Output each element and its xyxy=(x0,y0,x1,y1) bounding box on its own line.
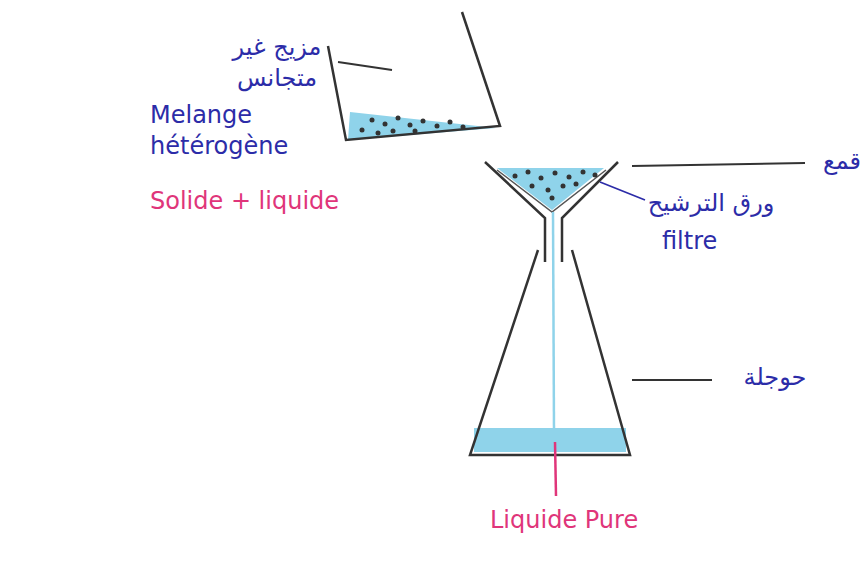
arabic-label: حوجلة xyxy=(720,362,830,393)
leader-line xyxy=(632,163,805,166)
arabic-label: ورق الترشيح xyxy=(646,188,776,219)
mixture-liquid xyxy=(348,112,496,140)
solid-particles xyxy=(360,116,466,136)
french-label: Melange hétérogène xyxy=(150,100,280,162)
arabic-label: قمع xyxy=(823,146,861,177)
filtrate-stream xyxy=(553,212,554,432)
leader-line xyxy=(632,379,712,381)
flask xyxy=(470,250,630,455)
filtrate xyxy=(474,428,626,452)
leader-line xyxy=(600,182,645,200)
funnel xyxy=(485,162,545,262)
french-label: Liquide Pure xyxy=(490,505,690,536)
filter-paper xyxy=(497,170,606,212)
french-label: filtre xyxy=(662,226,762,257)
arabic-label: مزيج غير متجانس xyxy=(218,32,336,94)
beaker xyxy=(328,12,500,140)
solid-particles xyxy=(513,170,598,201)
leader-line xyxy=(555,442,556,496)
french-label: Solide + liquide xyxy=(150,186,370,217)
funnel xyxy=(562,162,618,262)
leader-line xyxy=(338,62,392,70)
